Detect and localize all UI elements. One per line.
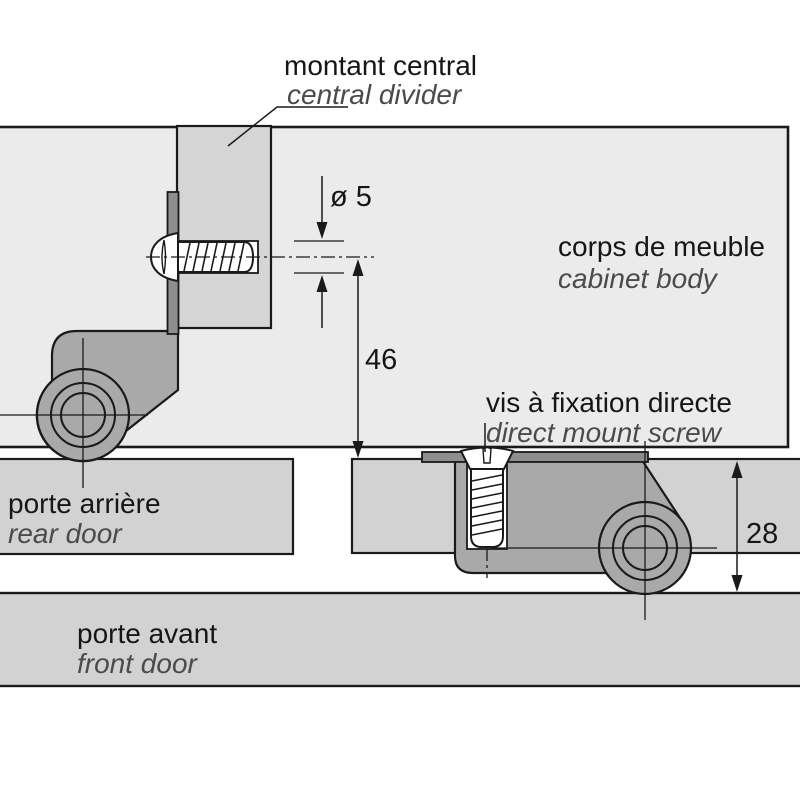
label-front-door-en: front door	[77, 648, 199, 679]
screw-slot	[161, 239, 167, 275]
dim-hole-diameter: ø 5	[294, 176, 372, 328]
screw-slot	[482, 446, 492, 464]
center-lines	[0, 256, 717, 620]
arrowhead-up	[731, 461, 743, 478]
dim-screw-axis-height: 46	[352, 259, 397, 458]
leader-line-central-divider	[227, 106, 348, 147]
label-direct-mount-screw-fr: vis à fixation directe	[486, 387, 732, 418]
label-cabinet-body-fr: corps de meuble	[558, 231, 765, 262]
central-divider-panel	[175, 124, 273, 330]
dim-roller-assembly-height-value: 28	[746, 518, 778, 550]
dim-roller-assembly-height: 28	[731, 461, 778, 592]
dim-hole-diameter-value: ø 5	[330, 181, 372, 213]
label-direct-mount-screw-en: direct mount screw	[486, 417, 723, 448]
label-central-divider-fr: montant central	[284, 50, 477, 81]
front-door-panel	[0, 591, 800, 688]
arrowhead-down	[731, 575, 743, 592]
label-rear-door-en: rear door	[8, 518, 123, 549]
rear-door-panel-left	[0, 457, 295, 556]
dim-screw-axis-height-value: 46	[365, 344, 397, 376]
arrowhead-up	[352, 259, 364, 276]
arrowhead-down	[316, 222, 328, 239]
label-rear-door-fr: porte arrière	[8, 488, 161, 519]
label-front-door-fr: porte avant	[77, 618, 217, 649]
arrowhead-up	[316, 275, 328, 292]
label-cabinet-body-en: cabinet body	[558, 263, 719, 294]
right-mounting-plate	[421, 451, 649, 463]
arrowhead-down	[352, 441, 364, 458]
label-central-divider-en: central divider	[287, 79, 463, 110]
